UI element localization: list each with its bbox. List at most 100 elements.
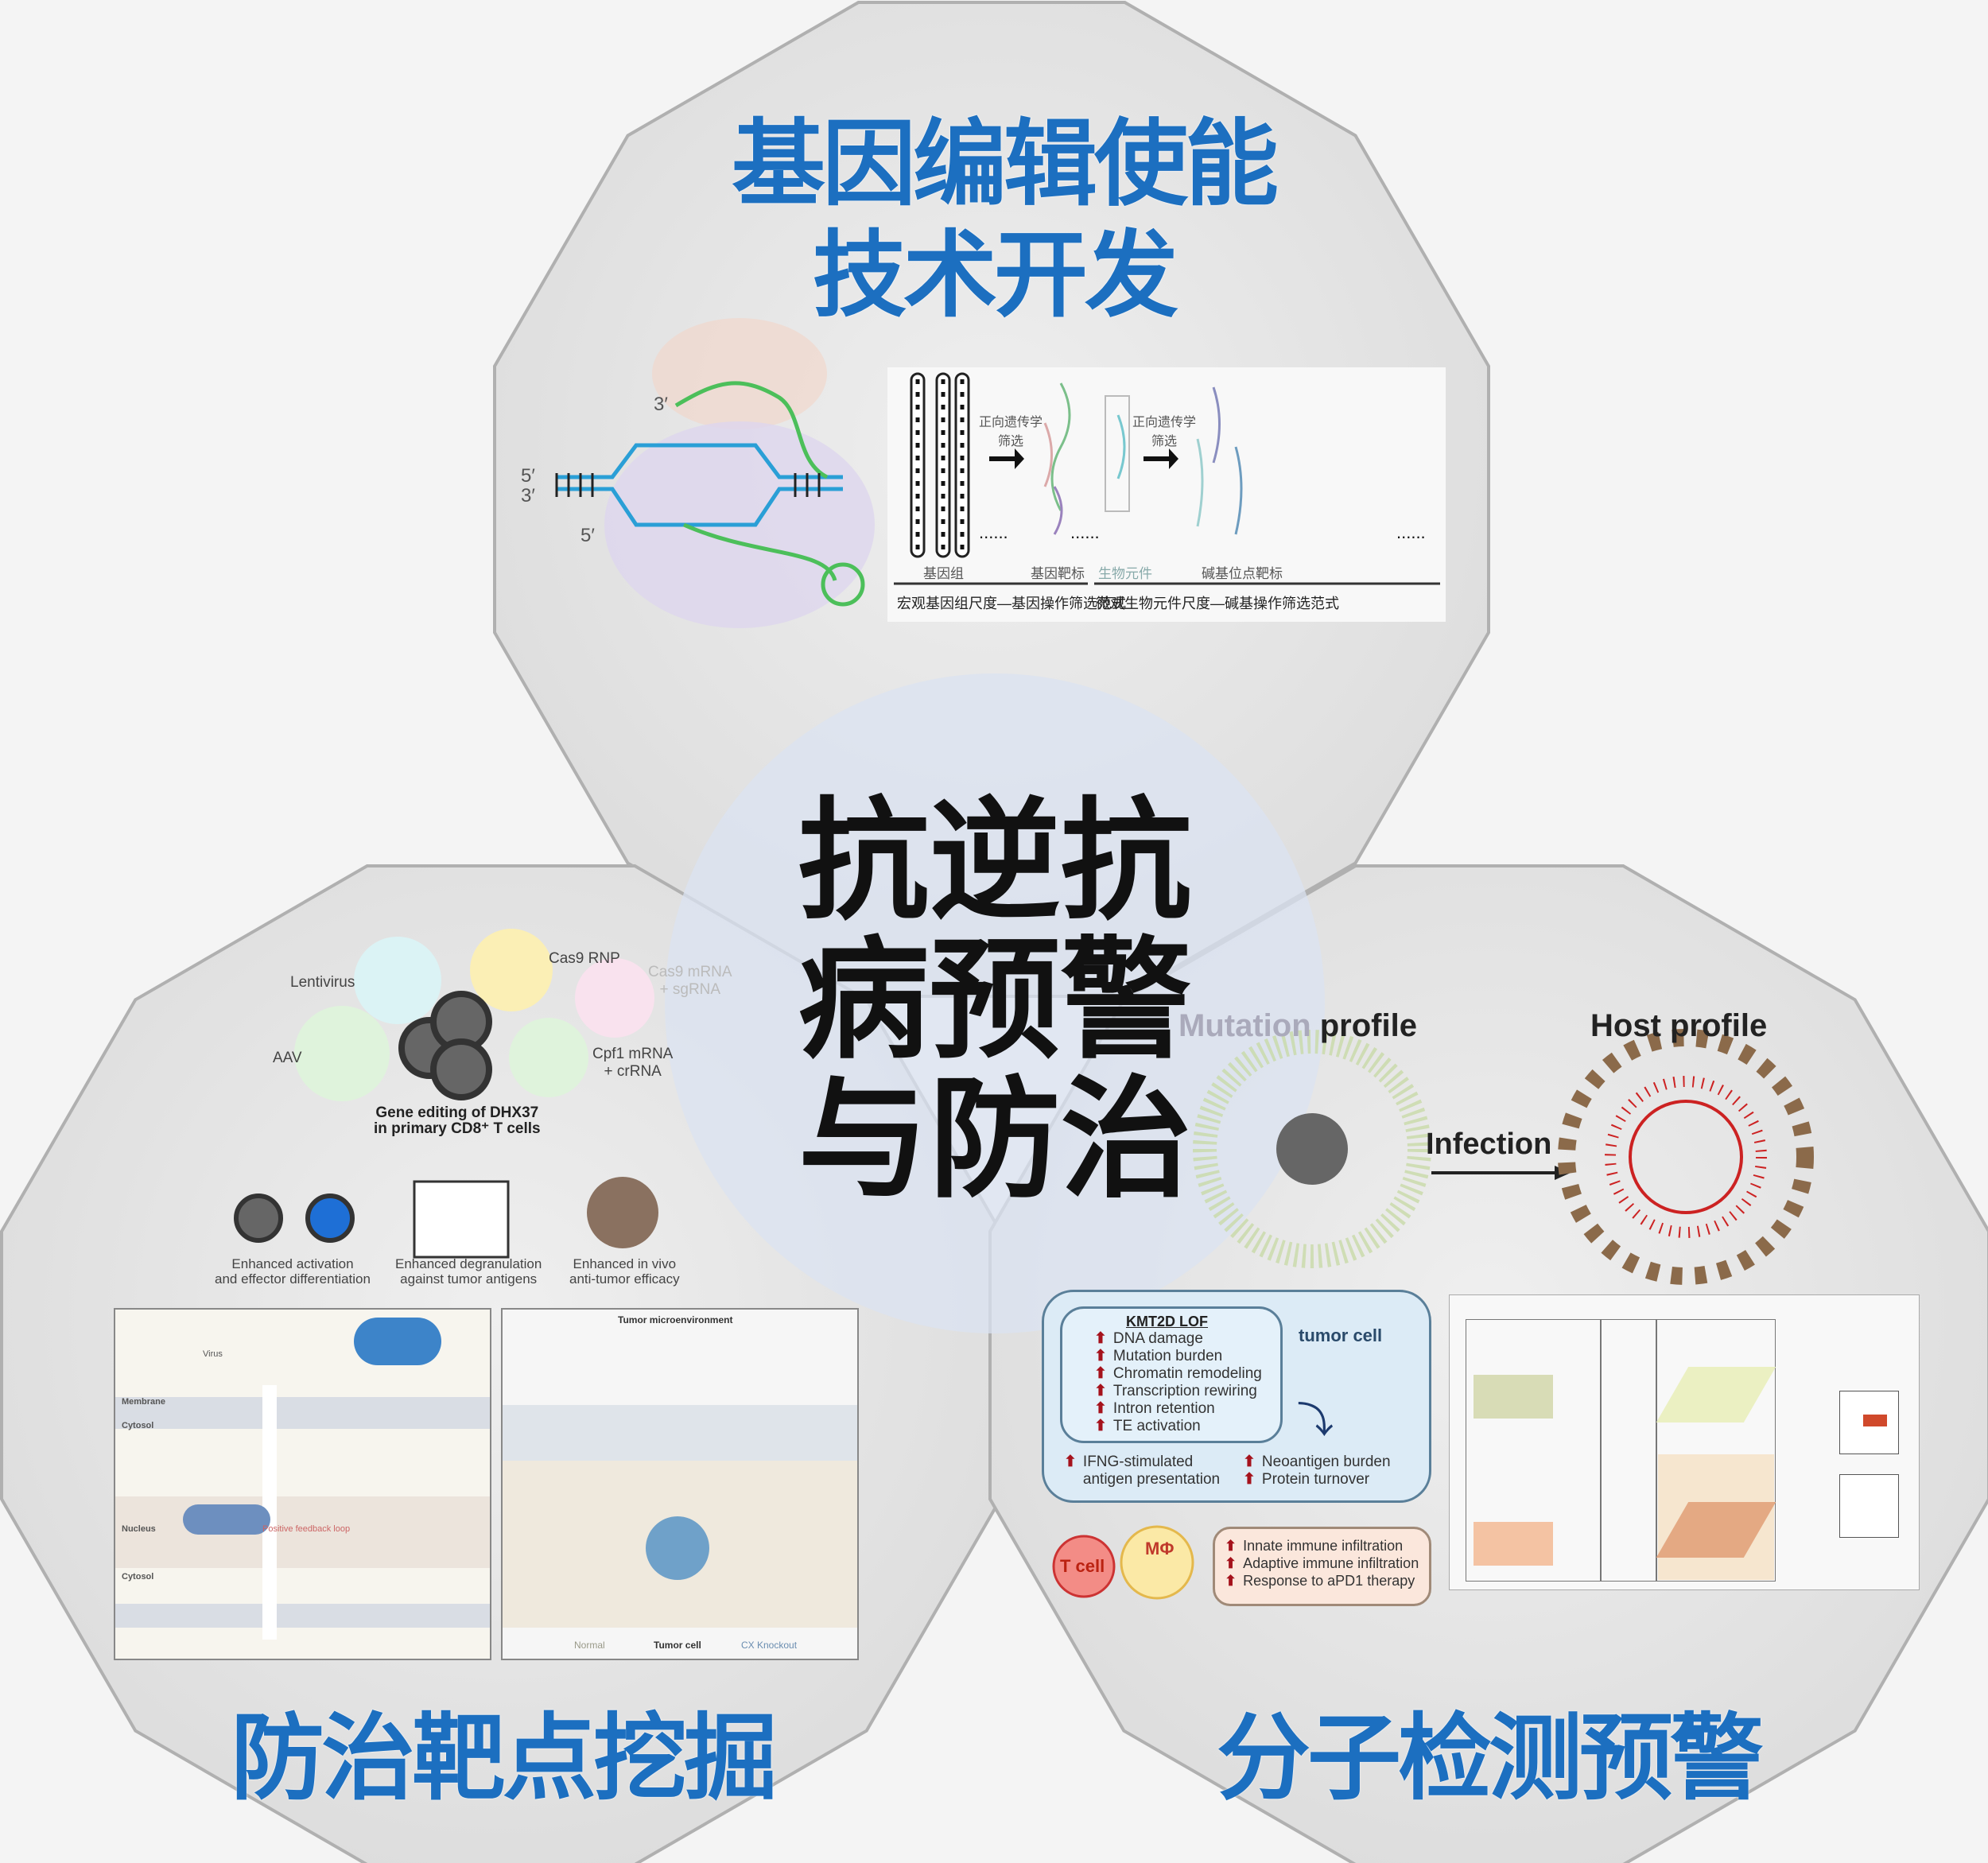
effect-text: Protein turnover [1261,1471,1370,1488]
mesic-approach-figure [1449,1294,1920,1590]
bottom-left-title: 防治靶点挖掘 [231,1703,778,1813]
cpf1-label: Cpf1 mRNA + crRNA [592,1046,674,1080]
delivery-method-circles [234,929,658,1259]
gene-target-label: 基因靶标 [1031,566,1085,581]
top-title-line1: 基因编辑使能 [732,109,1279,219]
center-line-3: 与防治 [798,1062,1192,1216]
kmt2d-item: ⬆ Chromatin remodeling [1094,1365,1280,1383]
host-profile-label: Host profile [1590,1008,1768,1043]
aav-label: AAV [273,1050,302,1066]
t-cell-shape [1052,1535,1116,1598]
tumor-cell-label: tumor cell [1299,1325,1383,1345]
crispr-cas9-illustration [555,318,875,628]
forward-screen-label: 正向遗传学 筛选 [1132,416,1197,448]
mutation-profile-label: Mutation profile [1178,1008,1417,1044]
lentivirus-label: Lentivirus [290,974,355,991]
crispr-label: 5′ [521,465,535,487]
genome-screening-figure: 正向遗传学 筛选 正向遗传学 筛选 ...... ...... ...... 基… [887,367,1446,622]
up-arrow-icon: ⬆ [1225,1555,1237,1571]
kmt2d-title: KMT2D LOF [1126,1314,1208,1329]
outcome-activation: Enhanced activation and effector differe… [215,1256,371,1287]
profile-word: profile [1310,1008,1417,1043]
up-arrow-icon: ⬆ [1225,1538,1237,1554]
kmt2d-item-text: Transcription rewiring [1112,1383,1257,1399]
immune-item-text: Response to aPD1 therapy [1243,1573,1415,1589]
crispr-label: 3′ [654,394,668,415]
immune-item-text: Innate immune infiltration [1243,1538,1404,1554]
kmt2d-item-text: TE activation [1112,1418,1201,1434]
effect-text: IFNG-stimulated antigen presentation [1082,1454,1221,1488]
kmt2d-item: ⬆ Intron retention [1094,1400,1280,1418]
up-arrow-icon: ⬆ [1243,1454,1256,1470]
kmt2d-item: ⬆ TE activation [1094,1418,1280,1435]
mutation-word: Mutation [1178,1008,1311,1043]
nucleus-label: Nucleus [122,1524,156,1534]
immune-item: ⬆ Adaptive immune infiltration [1225,1554,1419,1572]
dots: ...... [979,522,1008,542]
outcome-degranulation: Enhanced degranulation against tumor ant… [395,1256,542,1287]
dots: ...... [1396,522,1426,542]
immune-item: ⬆ Innate immune infiltration [1225,1537,1419,1554]
kmt2d-box: KMT2D LOF ⬆ DNA damage ⬆ Mutation burden ⬆ Ch… [1060,1306,1283,1443]
feedback-loop-label: Positive feedback loop [262,1524,351,1534]
crispr-label: 3′ [521,485,535,507]
virus-label: Virus [203,1349,223,1359]
kmt2d-item-text: Mutation burden [1112,1348,1223,1364]
up-arrow-icon: ⬆ [1094,1330,1107,1347]
mutation-profile-circle [1193,1030,1431,1268]
cas9-rnp-label: Cas9 RNP [549,950,620,967]
center-line-1: 抗逆抗 [798,783,1192,937]
up-arrow-icon: ⬆ [1243,1471,1256,1488]
macrophage-label: MΦ [1145,1539,1175,1558]
crispr-label: 5′ [580,525,595,546]
kmt2d-item-text: Chromatin remodeling [1112,1365,1262,1382]
base-target-label: 碱基位点靶标 [1202,566,1283,581]
immune-box: ⬆ Innate immune infiltration ⬆ Adaptive imm… [1213,1527,1431,1606]
kmt2d-item: ⬆ Transcription rewiring [1094,1383,1280,1400]
kmt2d-item-text: DNA damage [1112,1330,1203,1347]
up-arrow-icon: ⬆ [1064,1454,1077,1470]
cytosol-label: Cytosol [122,1421,154,1430]
center-circle [665,673,1325,1333]
curved-arrow-icon: ⤵ [1297,1399,1334,1441]
effect-text: Neoantigen burden [1261,1454,1391,1470]
neoantigen-effect: ⬆ Neoantigen burden [1243,1454,1391,1471]
bio-element-label: 生物元件 [1098,566,1152,581]
center-line-2: 病预警 [798,922,1192,1077]
knockout-label: CX Knockout [741,1640,798,1651]
membrane-label: Membrane [122,1397,166,1407]
up-arrow-icon: ⬆ [1094,1418,1107,1434]
cas9-mrna-label: Cas9 mRNA + sgRNA [648,964,732,998]
normal-label: Normal [574,1640,605,1651]
tumor-cell-label: Tumor cell [654,1640,701,1651]
protein-turnover-effect: ⬆ Protein turnover [1243,1471,1369,1488]
t-cell-label: T cell [1060,1556,1105,1576]
kmt2d-list: ⬆ DNA damage ⬆ Mutation burden ⬆ Chromatin re… [1094,1330,1280,1435]
kmt2d-item-text: Intron retention [1112,1400,1215,1417]
up-arrow-icon: ⬆ [1094,1400,1107,1417]
macrophage-shape [1120,1525,1194,1600]
up-arrow-icon: ⬆ [1094,1383,1107,1399]
immune-item: ⬆ Response to aPD1 therapy [1225,1572,1419,1589]
dots: ...... [1070,522,1100,542]
caption-left: 宏观基因组尺度—基因操作筛选范式 [897,596,1126,611]
tumor-microenvironment-figure: Tumor microenvironment Normal Tumor cell… [501,1308,859,1660]
tme-label: Tumor microenvironment [618,1314,733,1325]
immune-item-text: Adaptive immune infiltration [1243,1555,1419,1571]
antigen-presentation-effect: ⬆ IFNG-stimulated antigen presentation [1064,1454,1220,1488]
outcome-antitumor: Enhanced in vivo anti-tumor efficacy [569,1256,680,1287]
genome-label: 基因组 [923,566,964,581]
kmt2d-item: ⬆ DNA damage [1094,1330,1280,1348]
cytosol-label: Cytosol [122,1572,154,1582]
infection-label: Infection [1426,1128,1552,1161]
up-arrow-icon: ⬆ [1225,1573,1237,1589]
forward-screen-label: 正向遗传学 筛选 [979,416,1043,448]
tumor-cell-box: KMT2D LOF ⬆ DNA damage ⬆ Mutation burden ⬆ Ch… [1042,1290,1431,1503]
host-profile-circle [1558,1029,1814,1285]
up-arrow-icon: ⬆ [1094,1365,1107,1382]
kmt2d-item: ⬆ Mutation burden [1094,1348,1280,1365]
up-arrow-icon: ⬆ [1094,1348,1107,1364]
chromosome-dna-drawing [894,372,1440,585]
signaling-pathway-figure: Virus Membrane Cytosol Nucleus Cytosol P… [114,1308,491,1660]
caption-right: 微观生物元件尺度—碱基操作筛选范式 [1096,596,1339,611]
